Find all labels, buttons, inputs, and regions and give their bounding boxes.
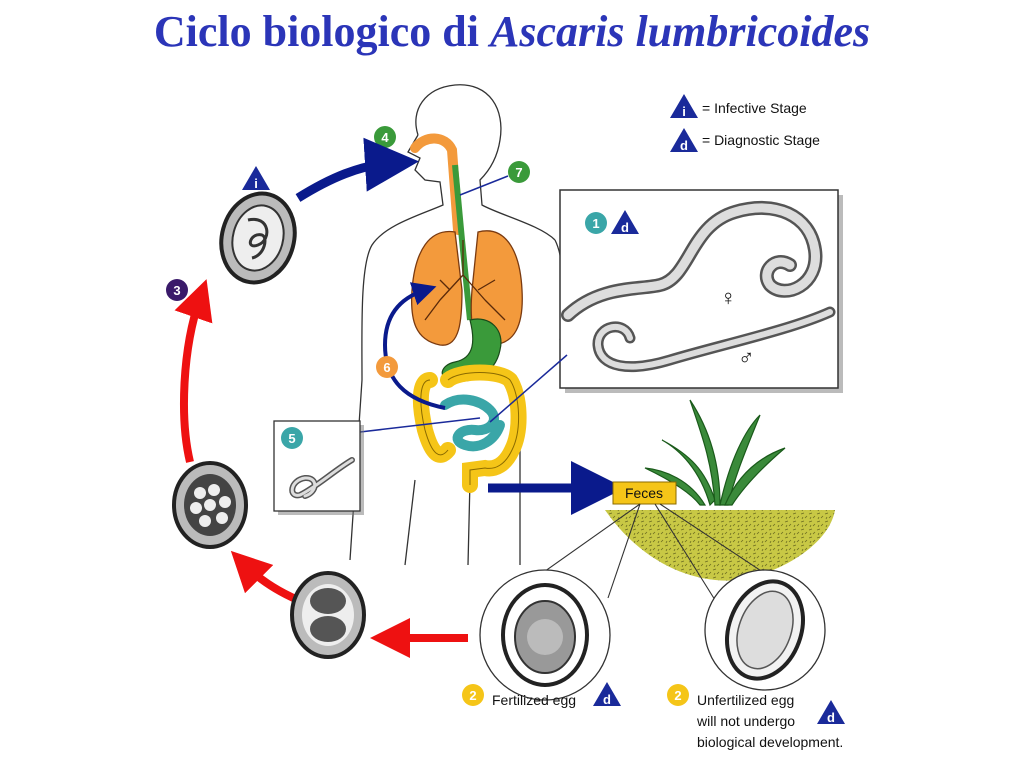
small-intestine	[440, 394, 505, 452]
title-species: Ascaris lumbricoides	[489, 7, 871, 56]
diagnostic-stage-icon: d	[670, 128, 698, 153]
lungs	[410, 230, 523, 346]
legs-outline	[404, 440, 521, 566]
head-outline	[415, 84, 556, 241]
pointer-line-5	[359, 417, 481, 433]
step-5-label: 5	[288, 431, 295, 446]
svg-text:d: d	[621, 220, 629, 235]
diagnostic-symbol: d	[680, 138, 688, 153]
svg-text:4: 4	[381, 130, 389, 145]
unfertilized-diagnostic-icon: d	[817, 700, 845, 725]
step-2a-badge: 2	[462, 684, 484, 706]
legend: i = Infective Stage d = Diagnostic Stage	[670, 94, 820, 153]
step-5-badge	[281, 427, 303, 449]
step-1-badge: 1	[585, 212, 607, 234]
left-lung	[410, 230, 463, 346]
feces-box: Feces	[612, 481, 677, 505]
larva-inset: 5	[273, 420, 364, 515]
unfertilized-label-line-2: will not undergo	[696, 713, 795, 729]
body-left-outline	[349, 134, 444, 561]
multicell-egg	[172, 461, 248, 549]
fertilized-egg-label: Fertilized egg	[492, 692, 576, 708]
male-symbol: ♂	[738, 345, 755, 370]
step-1-diagnostic-icon: d	[611, 210, 639, 235]
page-title: Ciclo biologico di Ascaris lumbricoides	[0, 6, 1024, 57]
infective-stage-marker: i	[242, 166, 270, 191]
infective-stage-icon: i	[670, 94, 698, 119]
fertilized-egg-circle	[479, 569, 611, 701]
large-intestine-outline	[420, 372, 520, 485]
svg-text:d: d	[603, 692, 611, 707]
red-arrow-3	[174, 279, 213, 463]
unfertilized-label-line-3: biological development.	[697, 734, 843, 750]
svg-text:1: 1	[592, 216, 599, 231]
unfertilized-egg-circle	[704, 569, 826, 691]
step-3-badge: 3	[166, 279, 188, 301]
soil	[605, 510, 835, 581]
human-body	[349, 84, 564, 566]
infective-legend-label: = Infective Stage	[702, 100, 807, 116]
step-4-badge: 4	[374, 126, 396, 148]
pointer-line-7	[459, 175, 509, 196]
title-prefix: Ciclo biologico di	[153, 7, 479, 56]
feces-label: Feces	[625, 485, 663, 501]
svg-text:i: i	[254, 176, 258, 191]
svg-text:3: 3	[173, 283, 180, 298]
unfertilized-label-line-1: Unfertilized egg	[697, 692, 794, 708]
svg-text:7: 7	[515, 165, 522, 180]
svg-text:d: d	[827, 710, 835, 725]
ingestion-arrow	[295, 137, 419, 202]
infective-egg	[219, 191, 297, 285]
step-6-badge: 6	[376, 356, 398, 378]
grass	[644, 399, 786, 507]
svg-text:2: 2	[469, 688, 476, 703]
step-2b-badge: 2	[667, 684, 689, 706]
infective-symbol: i	[682, 104, 686, 119]
diagnostic-legend-label: = Diagnostic Stage	[702, 132, 820, 148]
bronchi	[424, 240, 506, 321]
migration-arrow	[382, 282, 446, 410]
red-arrow-2	[230, 550, 300, 604]
female-symbol: ♀	[720, 285, 737, 310]
pointer-line-1	[489, 354, 568, 423]
fertilized-diagnostic-icon: d	[593, 682, 621, 707]
svg-text:2: 2	[674, 688, 681, 703]
development-arrows	[174, 279, 468, 658]
step-7-badge: 7	[508, 161, 530, 183]
two-cell-egg	[290, 571, 366, 659]
svg-text:6: 6	[383, 360, 390, 375]
pointer-lines	[359, 175, 568, 433]
adult-worms-inset: ♀ ♂	[559, 189, 843, 393]
